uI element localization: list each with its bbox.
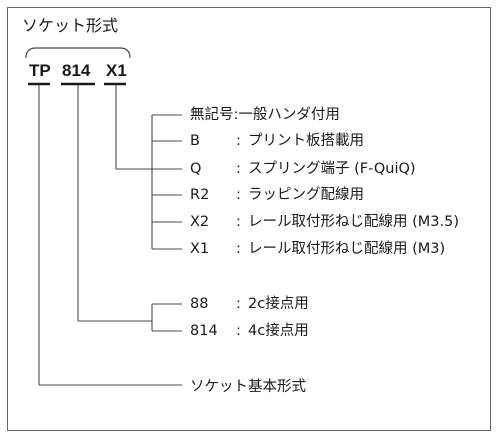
base-type-label: ソケット基本形式 [190,379,306,395]
option-separator: : [236,214,241,230]
option-value: スプリング端子 (F-QuiQ) [248,161,416,177]
option-value: ラッピング配線用 [248,187,364,203]
option-value: レール取付形ねじ配線用 (M3.5) [248,214,459,230]
option-value: 2c接点用 [248,296,309,312]
code-segment-814: 814 [62,61,91,80]
option-key: 88 [190,296,209,312]
option-separator: : [236,133,241,149]
option-separator: : [236,241,241,257]
code-segment-x1: X1 [106,61,127,80]
option-key: Q [190,161,202,177]
terminal-option-default: 無記号:一般ハンダ付用 [190,106,340,124]
option-value: レール取付形ねじ配線用 (M3) [248,241,446,257]
option-key: X2 [190,214,210,230]
option-value: プリント板搭載用 [248,133,364,149]
option-separator: : [236,161,241,177]
option-key: 814 [190,323,218,339]
code-brace [25,47,131,59]
option-separator: : [236,296,241,312]
option-separator: : [233,107,239,123]
option-key: 無記号 [190,107,234,123]
option-key: X1 [190,241,210,257]
option-value: 一般ハンダ付用 [238,107,340,123]
option-separator: : [236,323,241,339]
option-key: B [190,133,200,149]
option-value: 4c接点用 [248,323,309,339]
diagram-title: ソケット形式 [22,16,119,35]
option-separator: : [236,187,241,203]
diagram-frame [7,7,491,431]
option-key: R2 [190,187,210,203]
code-segment-tp: TP [29,61,51,80]
